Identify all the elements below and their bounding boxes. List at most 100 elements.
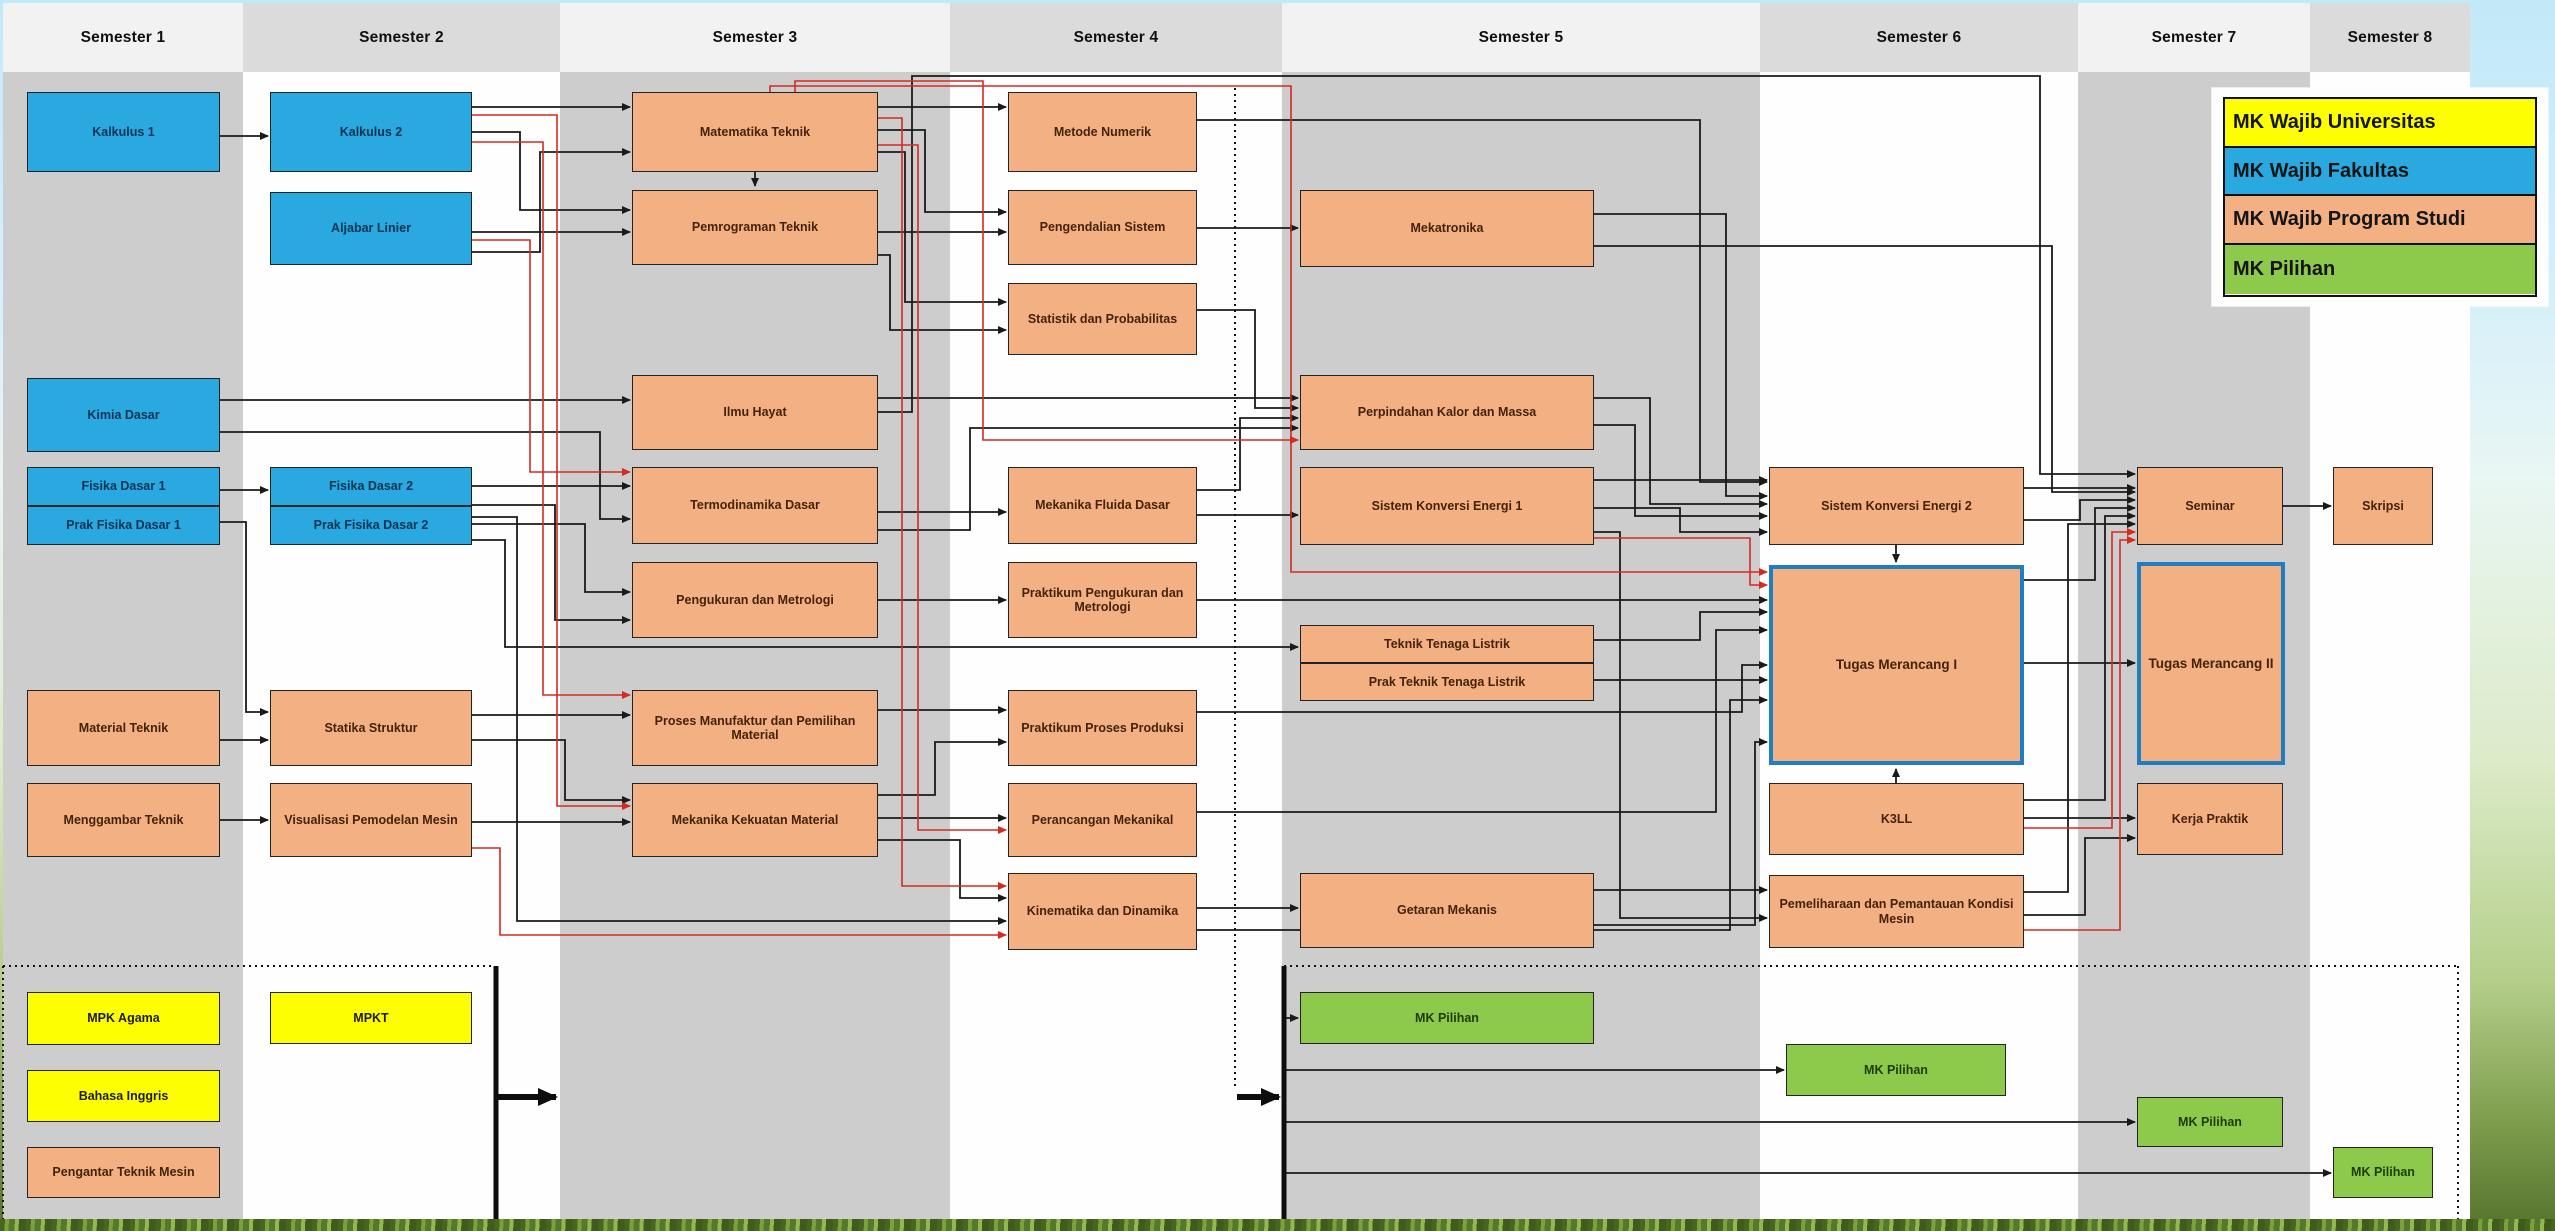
course-box-mk-pilihan-7: MK Pilihan bbox=[2137, 1097, 2283, 1147]
course-box-statika-struktur: Statika Struktur bbox=[270, 690, 472, 766]
course-box-kalkulus-1: Kalkulus 1 bbox=[27, 92, 220, 172]
course-box-mk-pilihan-8: MK Pilihan bbox=[2333, 1147, 2433, 1198]
semester-header-2: Semester 2 bbox=[243, 3, 560, 72]
course-box-bahasa-inggris: Bahasa Inggris bbox=[27, 1070, 220, 1122]
course-label-pengendalian-sistem: Pengendalian Sistem bbox=[1039, 220, 1166, 235]
course-label-mk-pilihan-7: MK Pilihan bbox=[2178, 1114, 2242, 1129]
course-label-termodinamika-dasar: Termodinamika Dasar bbox=[690, 498, 820, 513]
course-box-mekatronika: Mekatronika bbox=[1300, 190, 1594, 267]
course-box-teknik-tenaga-listrik: Teknik Tenaga Listrik bbox=[1300, 625, 1594, 663]
course-label-praktikum-pengukuran-dan-metrologi: Praktikum Pengukuran dan Metrologi bbox=[1021, 585, 1184, 614]
course-box-perancangan-mekanikal: Perancangan Mekanikal bbox=[1008, 783, 1197, 857]
course-box-tugas-merancang-1: Tugas Merancang I bbox=[1769, 565, 2024, 765]
course-box-statistik-dan-probabilitas: Statistik dan Probabilitas bbox=[1008, 283, 1197, 355]
course-box-mpk-agama: MPK Agama bbox=[27, 992, 220, 1045]
course-label-perancangan-mekanikal: Perancangan Mekanikal bbox=[1031, 812, 1174, 827]
course-box-metode-numerik: Metode Numerik bbox=[1008, 92, 1197, 172]
course-box-menggambar-teknik: Menggambar Teknik bbox=[27, 783, 220, 857]
course-box-prak-fisika-dasar-1: Prak Fisika Dasar 1 bbox=[27, 506, 220, 545]
course-label-statistik-dan-probabilitas: Statistik dan Probabilitas bbox=[1027, 311, 1178, 326]
course-label-sistem-konversi-energi-2: Sistem Konversi Energi 2 bbox=[1821, 498, 1972, 513]
course-box-pengantar-teknik-mesin: Pengantar Teknik Mesin bbox=[27, 1147, 220, 1198]
course-box-matematika-teknik: Matematika Teknik bbox=[632, 92, 878, 172]
course-box-kalkulus-2: Kalkulus 2 bbox=[270, 92, 472, 172]
legend-item-pilihan: MK Pilihan bbox=[2225, 245, 2535, 294]
course-box-praktikum-proses-produksi: Praktikum Proses Produksi bbox=[1008, 690, 1197, 766]
semester-header-1: Semester 1 bbox=[3, 3, 243, 72]
course-label-getaran-mekanis: Getaran Mekanis bbox=[1396, 903, 1498, 918]
course-box-prak-fisika-dasar-2: Prak Fisika Dasar 2 bbox=[270, 506, 472, 545]
course-box-fisika-dasar-2: Fisika Dasar 2 bbox=[270, 467, 472, 506]
course-label-tugas-merancang-2: Tugas Merancang II bbox=[2148, 655, 2274, 671]
grass-photo-strip bbox=[0, 1219, 2555, 1231]
course-label-prak-fisika-dasar-2: Prak Fisika Dasar 2 bbox=[313, 518, 429, 533]
semester-header-6: Semester 6 bbox=[1760, 3, 2078, 72]
course-box-getaran-mekanis: Getaran Mekanis bbox=[1300, 873, 1594, 948]
course-box-pemeliharaan: Pemeliharaan dan Pemantauan Kondisi Mesi… bbox=[1769, 875, 2024, 948]
course-label-ilmu-hayat: Ilmu Hayat bbox=[723, 405, 787, 420]
semester-header-8: Semester 8 bbox=[2310, 3, 2470, 72]
course-box-kinematika-dan-dinamika: Kinematika dan Dinamika bbox=[1008, 873, 1197, 950]
course-label-prak-fisika-dasar-1: Prak Fisika Dasar 1 bbox=[66, 518, 181, 533]
course-label-matematika-teknik: Matematika Teknik bbox=[699, 124, 811, 139]
course-box-ilmu-hayat: Ilmu Hayat bbox=[632, 375, 878, 450]
course-label-mekanika-fluida-dasar: Mekanika Fluida Dasar bbox=[1035, 498, 1170, 513]
course-label-statika-struktur: Statika Struktur bbox=[324, 720, 418, 735]
course-box-seminar: Seminar bbox=[2137, 467, 2283, 545]
semester-header-5: Semester 5 bbox=[1282, 3, 1760, 72]
course-label-tugas-merancang-1: Tugas Merancang I bbox=[1835, 657, 1958, 673]
course-label-sistem-konversi-energi-1: Sistem Konversi Energi 1 bbox=[1371, 498, 1523, 513]
course-box-mpkt: MPKT bbox=[270, 992, 472, 1044]
course-label-prak-teknik-tenaga-listrik: Prak Teknik Tenaga Listrik bbox=[1368, 674, 1526, 689]
course-box-pengukuran-dan-metrologi: Pengukuran dan Metrologi bbox=[632, 562, 878, 638]
course-box-kerja-praktik: Kerja Praktik bbox=[2137, 783, 2283, 855]
course-label-bahasa-inggris: Bahasa Inggris bbox=[78, 1088, 169, 1103]
course-label-kinematika-dan-dinamika: Kinematika dan Dinamika bbox=[1026, 904, 1179, 919]
course-label-praktikum-proses-produksi: Praktikum Proses Produksi bbox=[1021, 720, 1184, 735]
semester-header-4: Semester 4 bbox=[950, 3, 1282, 72]
course-box-visualisasi-pemodelan-mesin: Visualisasi Pemodelan Mesin bbox=[270, 783, 472, 857]
course-box-praktikum-pengukuran-dan-metrologi: Praktikum Pengukuran dan Metrologi bbox=[1008, 562, 1197, 638]
course-box-perpindahan-kalor-dan-massa: Perpindahan Kalor dan Massa bbox=[1300, 375, 1594, 450]
course-box-kimia-dasar: Kimia Dasar bbox=[27, 378, 220, 452]
course-box-fisika-dasar-1: Fisika Dasar 1 bbox=[27, 467, 220, 506]
course-label-seminar: Seminar bbox=[2185, 498, 2235, 513]
course-label-material-teknik: Material Teknik bbox=[78, 720, 169, 735]
course-label-pengantar-teknik-mesin: Pengantar Teknik Mesin bbox=[52, 1165, 195, 1180]
course-box-sistem-konversi-energi-1: Sistem Konversi Energi 1 bbox=[1300, 467, 1594, 545]
course-label-skripsi: Skripsi bbox=[2362, 498, 2404, 513]
course-label-visualisasi-pemodelan-mesin: Visualisasi Pemodelan Mesin bbox=[284, 812, 458, 827]
course-label-metode-numerik: Metode Numerik bbox=[1053, 124, 1152, 139]
course-label-mk-pilihan-5: MK Pilihan bbox=[1415, 1010, 1479, 1025]
legend-item-prodi: MK Wajib Program Studi bbox=[2225, 196, 2535, 246]
course-box-termodinamika-dasar: Termodinamika Dasar bbox=[632, 467, 878, 544]
course-box-prak-teknik-tenaga-listrik: Prak Teknik Tenaga Listrik bbox=[1300, 663, 1594, 701]
course-label-k3ll: K3LL bbox=[1880, 811, 1913, 826]
course-label-mk-pilihan-6: MK Pilihan bbox=[1864, 1062, 1928, 1077]
course-label-pengukuran-dan-metrologi: Pengukuran dan Metrologi bbox=[676, 592, 834, 607]
course-label-proses-manufaktur: Proses Manufaktur dan Pemilihan Material bbox=[654, 713, 856, 742]
course-label-aljabar-linier: Aljabar Linier bbox=[331, 221, 411, 236]
course-box-material-teknik: Material Teknik bbox=[27, 690, 220, 766]
course-label-mpk-agama: MPK Agama bbox=[87, 1011, 160, 1026]
course-label-teknik-tenaga-listrik: Teknik Tenaga Listrik bbox=[1384, 636, 1510, 651]
course-box-mekanika-kekuatan-material: Mekanika Kekuatan Material bbox=[632, 783, 878, 857]
legend-label-pilihan: MK Pilihan bbox=[2233, 257, 2336, 280]
course-box-k3ll: K3LL bbox=[1769, 783, 2024, 855]
course-label-fisika-dasar-2: Fisika Dasar 2 bbox=[328, 479, 414, 494]
semester-header-7: Semester 7 bbox=[2078, 3, 2310, 72]
course-label-kalkulus-2: Kalkulus 2 bbox=[339, 124, 403, 139]
course-label-mk-pilihan-8: MK Pilihan bbox=[2351, 1165, 2415, 1180]
legend-item-universitas: MK Wajib Universitas bbox=[2225, 99, 2535, 148]
course-box-skripsi: Skripsi bbox=[2333, 467, 2433, 545]
legend-label-prodi: MK Wajib Program Studi bbox=[2233, 208, 2466, 231]
course-box-pemrograman-teknik: Pemrograman Teknik bbox=[632, 190, 878, 265]
legend: MK Wajib Universitas MK Wajib Fakultas MK … bbox=[2212, 88, 2548, 306]
legend-label-universitas: MK Wajib Universitas bbox=[2233, 110, 2436, 133]
course-box-mk-pilihan-6: MK Pilihan bbox=[1786, 1044, 2006, 1096]
legend-item-fakultas: MK Wajib Fakultas bbox=[2225, 147, 2535, 197]
course-box-aljabar-linier: Aljabar Linier bbox=[270, 192, 472, 265]
legend-table: MK Wajib Universitas MK Wajib Fakultas MK … bbox=[2223, 97, 2537, 297]
course-label-menggambar-teknik: Menggambar Teknik bbox=[63, 812, 184, 827]
